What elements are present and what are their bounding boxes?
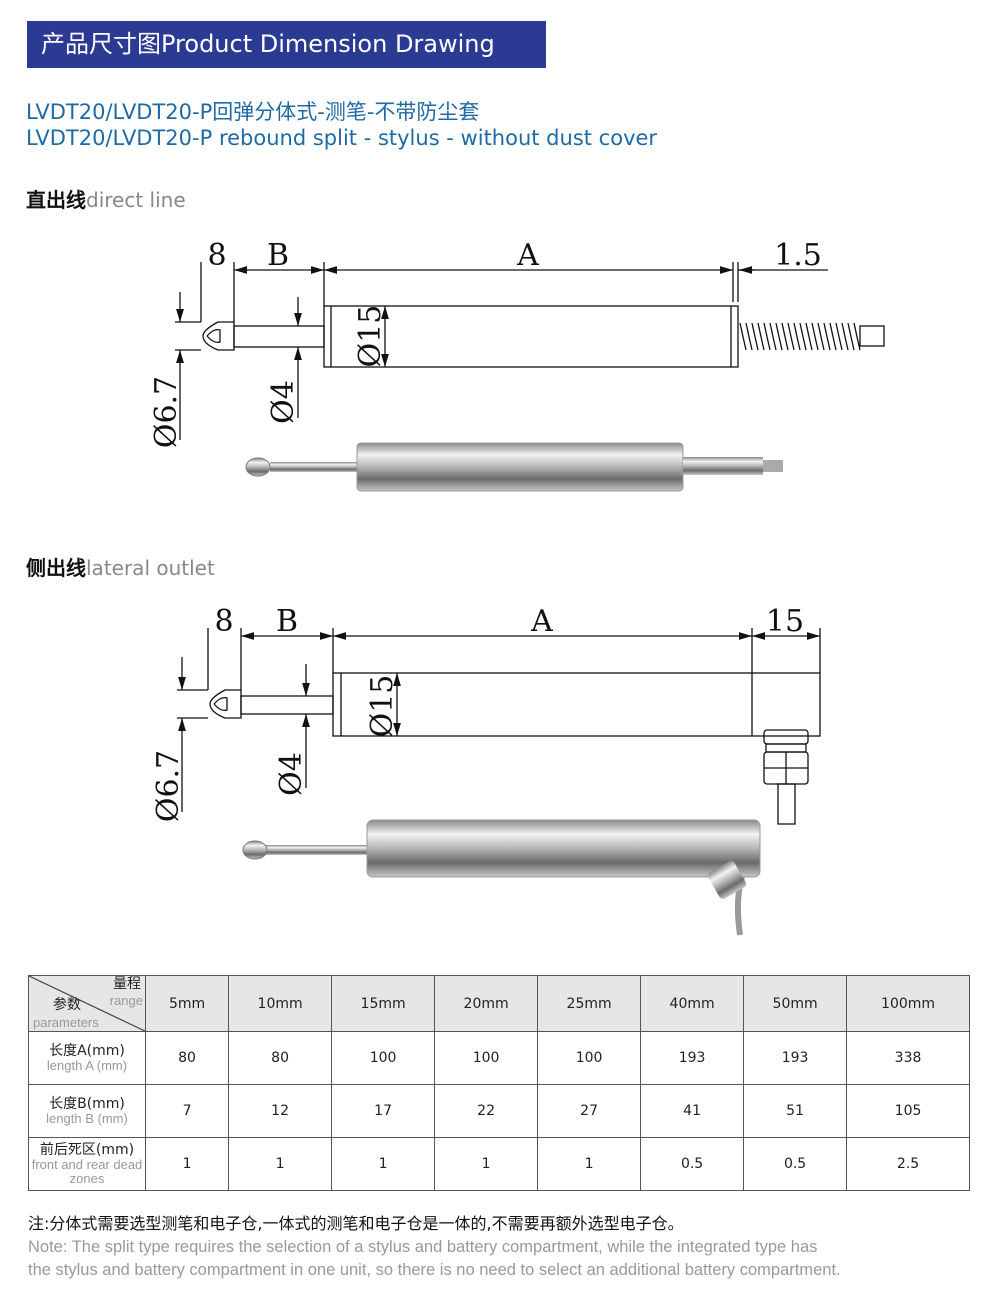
row-label: 长度B(mm)length B (mm) — [28, 1084, 146, 1138]
table-cell: 1 — [537, 1137, 642, 1191]
table-cell: 100 — [537, 1031, 642, 1085]
table-cell: 80 — [228, 1031, 333, 1085]
row-label-cn: 长度B(mm) — [49, 1096, 125, 1112]
dim-tip-length: 8 — [207, 238, 226, 273]
table-cell: 0.5 — [640, 1137, 745, 1191]
table-cell: 41 — [640, 1084, 745, 1138]
column-header: 100mm — [846, 975, 970, 1032]
table-cell: 1 — [331, 1137, 436, 1191]
dim-tip-length: 8 — [214, 604, 233, 639]
row-label-en: length B (mm) — [46, 1111, 128, 1126]
table-header-row: 量程 range 参数 parameters 5mm 10mm 15mm 20m… — [28, 975, 970, 1032]
dim-end-length: 1.5 — [774, 238, 822, 273]
row-label-en: length A (mm) — [46, 1058, 128, 1073]
dim-end-length: 15 — [766, 604, 804, 639]
diagonal-divider — [29, 976, 147, 1032]
section-en: direct line — [86, 188, 186, 212]
section-heading-direct: 直出线direct line — [26, 184, 186, 213]
section-cn: 侧出线 — [26, 556, 86, 580]
table-cell: 1 — [434, 1137, 539, 1191]
subtitle-cn: LVDT20/LVDT20-P回弹分体式-测笔-不带防尘套 — [26, 100, 480, 124]
note-en: Note: The split type requires the select… — [28, 1236, 841, 1282]
table-cell: 0.5 — [743, 1137, 848, 1191]
page-banner-title: 产品尺寸图Product Dimension Drawing — [27, 21, 546, 68]
table-cell: 193 — [743, 1031, 848, 1085]
table-cell: 105 — [846, 1084, 970, 1138]
dim-tip-diameter: Ø6.7 — [149, 376, 184, 448]
row-label: 前后死区(mm)front and rear dead zones — [28, 1137, 146, 1191]
table-cell: 22 — [434, 1084, 539, 1138]
table-cell: 51 — [743, 1084, 848, 1138]
section-heading-lateral: 侧出线lateral outlet — [26, 552, 215, 581]
dim-length-a: A — [530, 604, 553, 639]
column-header: 50mm — [743, 975, 848, 1032]
dim-body-diameter: Ø15 — [365, 675, 400, 738]
table-cell: 2.5 — [846, 1137, 970, 1191]
column-header: 15mm — [331, 975, 436, 1032]
lateral-outlet-drawing: 8 B A 15 Ø15 Ø6.7 Ø4 — [151, 604, 821, 936]
subtitle-en: LVDT20/LVDT20-P rebound split - stylus -… — [26, 126, 658, 150]
dim-length-a: A — [516, 238, 539, 273]
column-header: 10mm — [228, 975, 333, 1032]
corner-param-cn: 参数 — [53, 997, 81, 1013]
dim-rod-diameter: Ø4 — [266, 380, 301, 424]
dim-tip-diameter: Ø6.7 — [151, 750, 186, 822]
column-header: 20mm — [434, 975, 539, 1032]
table-cell: 193 — [640, 1031, 745, 1085]
row-label-cn: 前后死区(mm) — [39, 1142, 135, 1158]
direct-line-drawing: 8 B A 1.5 Ø15 Ø6.7 Ø4 — [149, 238, 885, 492]
table-cell: 17 — [331, 1084, 436, 1138]
row-label: 长度A(mm)length A (mm) — [28, 1031, 146, 1085]
table-cell: 12 — [228, 1084, 333, 1138]
note-cn: 注:分体式需要选型测笔和电子仓,一体式的测笔和电子仓是一体的,不需要再额外选型电… — [28, 1214, 684, 1233]
section-en: lateral outlet — [86, 556, 215, 580]
product-photo-lateral — [242, 819, 761, 936]
corner-param-en: parameters — [33, 1015, 99, 1030]
column-header: 25mm — [537, 975, 642, 1032]
column-header: 40mm — [640, 975, 745, 1032]
table-cell: 100 — [331, 1031, 436, 1085]
note-en-line1: Note: The split type requires the select… — [28, 1238, 818, 1256]
table-cell: 27 — [537, 1084, 642, 1138]
corner-range-en: range — [109, 993, 143, 1008]
note-en-line2: the stylus and battery compartment in on… — [28, 1261, 841, 1279]
table-cell: 1 — [228, 1137, 333, 1191]
row-label-en: front and rear dead zones — [31, 1157, 143, 1186]
specification-table: 量程 range 参数 parameters 5mm 10mm 15mm 20m… — [28, 975, 970, 1191]
table-cell: 80 — [144, 1031, 230, 1085]
table-cell: 1 — [144, 1137, 230, 1191]
dim-length-b: B — [267, 238, 289, 273]
row-label-cn: 长度A(mm) — [49, 1043, 125, 1059]
dim-rod-diameter: Ø4 — [274, 752, 309, 796]
table-cell: 338 — [846, 1031, 970, 1085]
dim-body-diameter: Ø15 — [353, 305, 388, 368]
corner-range-cn: 量程 — [113, 976, 141, 992]
table-corner-cell: 量程 range 参数 parameters — [28, 975, 147, 1032]
section-cn: 直出线 — [26, 188, 86, 212]
table-cell: 7 — [144, 1084, 230, 1138]
product-photo-direct — [245, 442, 783, 492]
column-header: 5mm — [144, 975, 230, 1032]
table-cell: 100 — [434, 1031, 539, 1085]
dim-length-b: B — [276, 604, 298, 639]
